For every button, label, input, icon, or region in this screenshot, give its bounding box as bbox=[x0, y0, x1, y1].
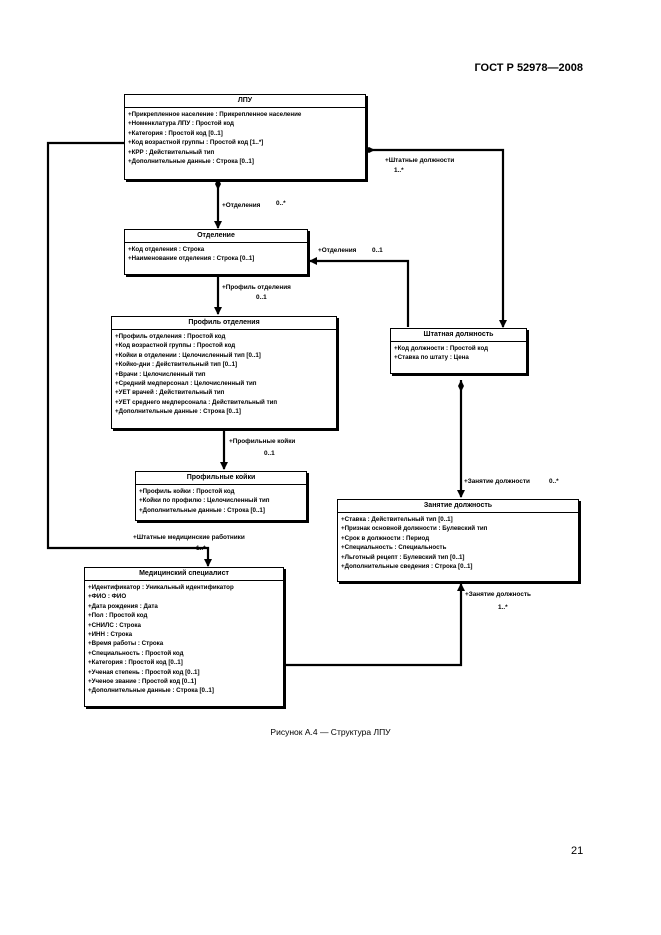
assoc-multiplicity-label: 0..* bbox=[276, 200, 286, 207]
class-attribute: +Срок в должности : Период bbox=[341, 534, 430, 542]
class-attribute: +Ученая степень : Простой код [0..1] bbox=[88, 668, 200, 676]
assoc-shtat-otdelenie bbox=[309, 257, 410, 327]
class-attribute: +Профиль койки : Простой код bbox=[139, 488, 235, 495]
class-attribute: +Ставка по штату : Цена bbox=[394, 354, 469, 362]
class-profilnye-koyki: Профильные койки +Профиль койки : Просто… bbox=[135, 471, 307, 521]
class-attribute: +Дополнительные данные : Строка [0..1] bbox=[128, 158, 254, 166]
class-attribute: +Пол : Простой код bbox=[88, 612, 148, 620]
class-attribute: +Дополнительные данные : Строка [0..1] bbox=[115, 408, 241, 416]
page-number: 21 bbox=[571, 845, 584, 857]
class-attribute: +Номенклатура ЛПУ : Простой код bbox=[128, 120, 234, 128]
class-attribute: +Дополнительные данные : Строка [0..1] bbox=[139, 506, 265, 514]
class-attribute: +Код должности : Простой код bbox=[394, 345, 489, 352]
class-attribute: +Идентификатор : Уникальный идентификато… bbox=[88, 584, 234, 591]
aggregation-diamond bbox=[215, 178, 221, 190]
assoc-multiplicity-label: 1..* bbox=[498, 604, 508, 611]
assoc-role-label: +Штатные медицинские работники bbox=[133, 534, 245, 541]
class-attribute: +Профиль отделения : Простой код bbox=[115, 333, 226, 340]
class-attribute: +Код отделения : Строка bbox=[128, 246, 205, 253]
class-attribute: +Ставка : Действительный тип [0..1] bbox=[341, 516, 453, 523]
assoc-multiplicity-label: 0..1 bbox=[372, 247, 383, 254]
class-attribute: +Код возрастной группы : Простой код bbox=[115, 342, 236, 350]
class-attribute: +Дополнительные сведения : Строка [0..1] bbox=[341, 563, 473, 571]
class-attribute: +Категория : Простой код [0..1] bbox=[128, 129, 223, 137]
assoc-lpu-medspec bbox=[46, 141, 212, 567]
class-attribute: +КРР : Действительный тип bbox=[128, 148, 215, 156]
assoc-multiplicity-label: 1..* bbox=[394, 167, 404, 174]
class-attribute: +УЕТ среднего медперсонала : Действитель… bbox=[115, 398, 278, 406]
figure-caption: Рисунок А.4 — Структура ЛПУ bbox=[270, 727, 391, 737]
assoc-role-label: +Занятие должность bbox=[465, 591, 531, 598]
class-attribute: +Код возрастной группы : Простой код [1.… bbox=[128, 139, 264, 147]
class-profil-otdeleniya: Профиль отделения +Профиль отделения : П… bbox=[111, 316, 337, 429]
class-attribute: +Врачи : Целочисленный тип bbox=[115, 370, 206, 378]
class-attribute: +Время работы : Строка bbox=[88, 640, 164, 648]
class-title: Профиль отделения bbox=[112, 317, 336, 330]
class-attribute: +Койко-дни : Действительный тип [0..1] bbox=[115, 361, 238, 369]
class-attribute: +ИНН : Строка bbox=[88, 631, 133, 639]
aggregation-diamond bbox=[363, 147, 375, 153]
class-attribute: +Дополнительные данные : Строка [0..1] bbox=[88, 687, 214, 695]
assoc-role-label: +Занятие должности bbox=[464, 478, 530, 485]
class-lpu: ЛПУ +Прикрепленное население : Прикрепле… bbox=[124, 94, 366, 180]
class-shtatnaya-dolzhnost: Штатная должность +Код должности : Прост… bbox=[390, 328, 527, 374]
assoc-multiplicity-label: 0..1 bbox=[264, 450, 275, 457]
assoc-role-label: +Штатные должности bbox=[385, 157, 455, 164]
class-attribute: +Специальность : Простой код bbox=[88, 649, 184, 657]
class-title: Профильные койки bbox=[136, 472, 306, 485]
class-title: Занятие должность bbox=[338, 500, 578, 513]
class-otdelenie: Отделение +Код отделения : Строка +Наиме… bbox=[124, 229, 308, 275]
assoc-medspec-zanyatie bbox=[286, 583, 465, 667]
class-attribute: +Признак основной должности : Булевский … bbox=[341, 525, 488, 533]
assoc-role-label: +Отделения bbox=[222, 202, 261, 209]
class-attribute: +УЕТ врачей : Действительный тип bbox=[115, 389, 225, 397]
assoc-multiplicity-label: 0..1 bbox=[256, 294, 267, 301]
class-zanyatie-dolzhnost: Занятие должность +Ставка : Действительн… bbox=[337, 499, 579, 582]
class-attribute: +Категория : Простой код [0..1] bbox=[88, 659, 183, 667]
class-title: Медицинский специалист bbox=[85, 568, 283, 581]
assoc-multiplicity-label: 1..* bbox=[196, 545, 206, 552]
class-attribute: +СНИЛС : Строка bbox=[88, 621, 141, 629]
class-attribute: +Дата рождения : Дата bbox=[88, 602, 158, 610]
class-title: ЛПУ bbox=[125, 95, 365, 108]
class-attribute: +Специальность : Специальность bbox=[341, 544, 447, 552]
class-attribute: +Койки по профилю : Целочисленный тип bbox=[139, 497, 270, 505]
assoc-role-label: +Профильные койки bbox=[229, 438, 296, 445]
class-attribute: +Прикрепленное население : Прикрепленное… bbox=[128, 111, 302, 118]
document-code: ГОСТ Р 52978—2008 bbox=[474, 62, 583, 74]
class-attribute: +Наименование отделения : Строка [0..1] bbox=[128, 255, 255, 263]
class-attribute: +Льготный рецепт : Булевский тип [0..1] bbox=[341, 553, 465, 561]
class-attribute: +Средний медперсонал : Целочисленный тип bbox=[115, 380, 257, 388]
assoc-role-label: +Профиль отделения bbox=[222, 284, 291, 291]
assoc-role-label: +Отделения bbox=[318, 247, 357, 254]
class-attribute: +Ученое звание : Простой код [0..1] bbox=[88, 678, 197, 686]
class-title: Отделение bbox=[125, 230, 307, 243]
class-attribute: +ФИО : ФИО bbox=[88, 593, 127, 601]
class-title: Штатная должность bbox=[391, 329, 526, 342]
class-medicinskiy-specialist: Медицинский специалист +Идентификатор : … bbox=[84, 567, 284, 707]
aggregation-diamond bbox=[458, 380, 464, 392]
assoc-multiplicity-label: 0..* bbox=[549, 478, 559, 485]
class-attribute: +Койки в отделении : Целочисленный тип [… bbox=[115, 351, 261, 359]
assoc-lpu-shtat bbox=[366, 148, 507, 328]
